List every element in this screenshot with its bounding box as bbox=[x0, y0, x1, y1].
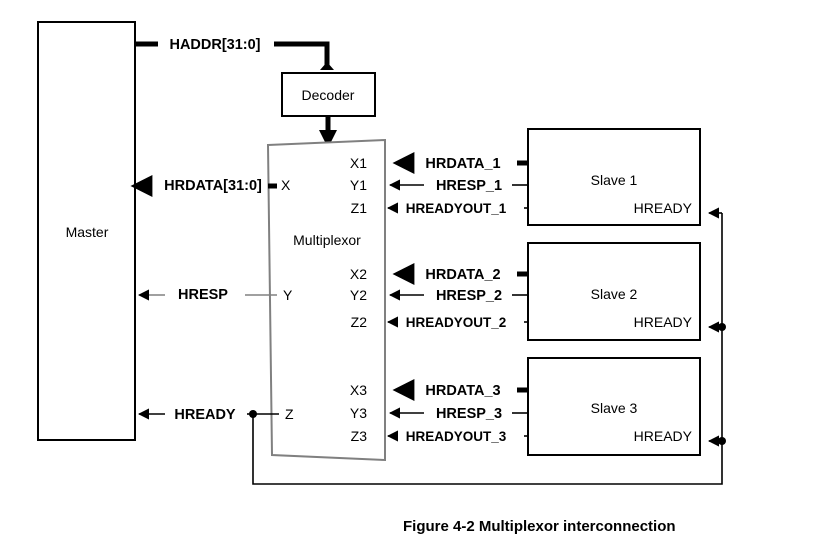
master-block bbox=[37, 21, 136, 441]
hready-signal-label: HREADY bbox=[174, 407, 236, 423]
master-block-label: Master bbox=[66, 224, 109, 240]
haddr-wire-to-decoder bbox=[274, 41, 330, 70]
slave-3-hready-port-label: HREADY bbox=[634, 428, 693, 444]
hready-junction-dot-slave-2 bbox=[718, 323, 726, 331]
mux-port-z2: Z2 bbox=[351, 314, 368, 330]
mux-port-x2: X2 bbox=[350, 266, 367, 282]
slave-2-block bbox=[527, 242, 701, 341]
mux-port-z: Z bbox=[285, 406, 294, 422]
slave-1-hready-port-label: HREADY bbox=[634, 200, 693, 216]
hready-junction-dot-slave-3 bbox=[718, 437, 726, 445]
haddr-arrowhead bbox=[320, 62, 334, 70]
slave-2-label: Slave 2 bbox=[591, 286, 638, 302]
mux-port-y: Y bbox=[283, 287, 293, 303]
hresp-2-label: HRESP_2 bbox=[436, 288, 502, 304]
multiplexor-block-label: Multiplexor bbox=[293, 232, 361, 248]
haddr-signal-label: HADDR[31:0] bbox=[169, 37, 260, 53]
hreadyout-1-label: HREADYOUT_1 bbox=[406, 201, 507, 216]
figure-caption: Figure 4-2 Multiplexor interconnection bbox=[403, 518, 676, 535]
slave-2-hready-port-label: HREADY bbox=[634, 314, 693, 330]
mux-port-y1: Y1 bbox=[350, 177, 367, 193]
mux-port-y2: Y2 bbox=[350, 287, 367, 303]
slave-1-label: Slave 1 bbox=[591, 172, 638, 188]
multiplexor-block bbox=[266, 138, 386, 462]
hrdata-signal-label: HRDATA[31:0] bbox=[164, 178, 262, 194]
mux-port-x3: X3 bbox=[350, 382, 367, 398]
slave-1-block bbox=[527, 128, 701, 226]
hresp-1-label: HRESP_1 bbox=[436, 178, 502, 194]
hresp-3-label: HRESP_3 bbox=[436, 406, 502, 422]
hreadyout-2-label: HREADYOUT_2 bbox=[406, 315, 507, 330]
hresp-signal-label: HRESP bbox=[178, 287, 228, 303]
mux-port-x: X bbox=[281, 177, 291, 193]
decoder-select-arrowhead bbox=[319, 130, 337, 148]
decoder-block-label: Decoder bbox=[302, 87, 355, 103]
hreadyout-3-label: HREADYOUT_3 bbox=[406, 429, 507, 444]
mux-port-y3: Y3 bbox=[350, 405, 367, 421]
hrdata-1-label: HRDATA_1 bbox=[425, 156, 500, 172]
slave-3-block bbox=[527, 357, 701, 456]
hready-feedback-bus bbox=[252, 213, 723, 485]
slave-3-label: Slave 3 bbox=[591, 400, 638, 416]
mux-port-x1: X1 bbox=[350, 155, 367, 171]
mux-port-z3: Z3 bbox=[351, 428, 368, 444]
mux-port-z1: Z1 bbox=[351, 200, 368, 216]
hrdata-2-label: HRDATA_2 bbox=[425, 267, 500, 283]
hrdata-3-label: HRDATA_3 bbox=[425, 383, 500, 399]
